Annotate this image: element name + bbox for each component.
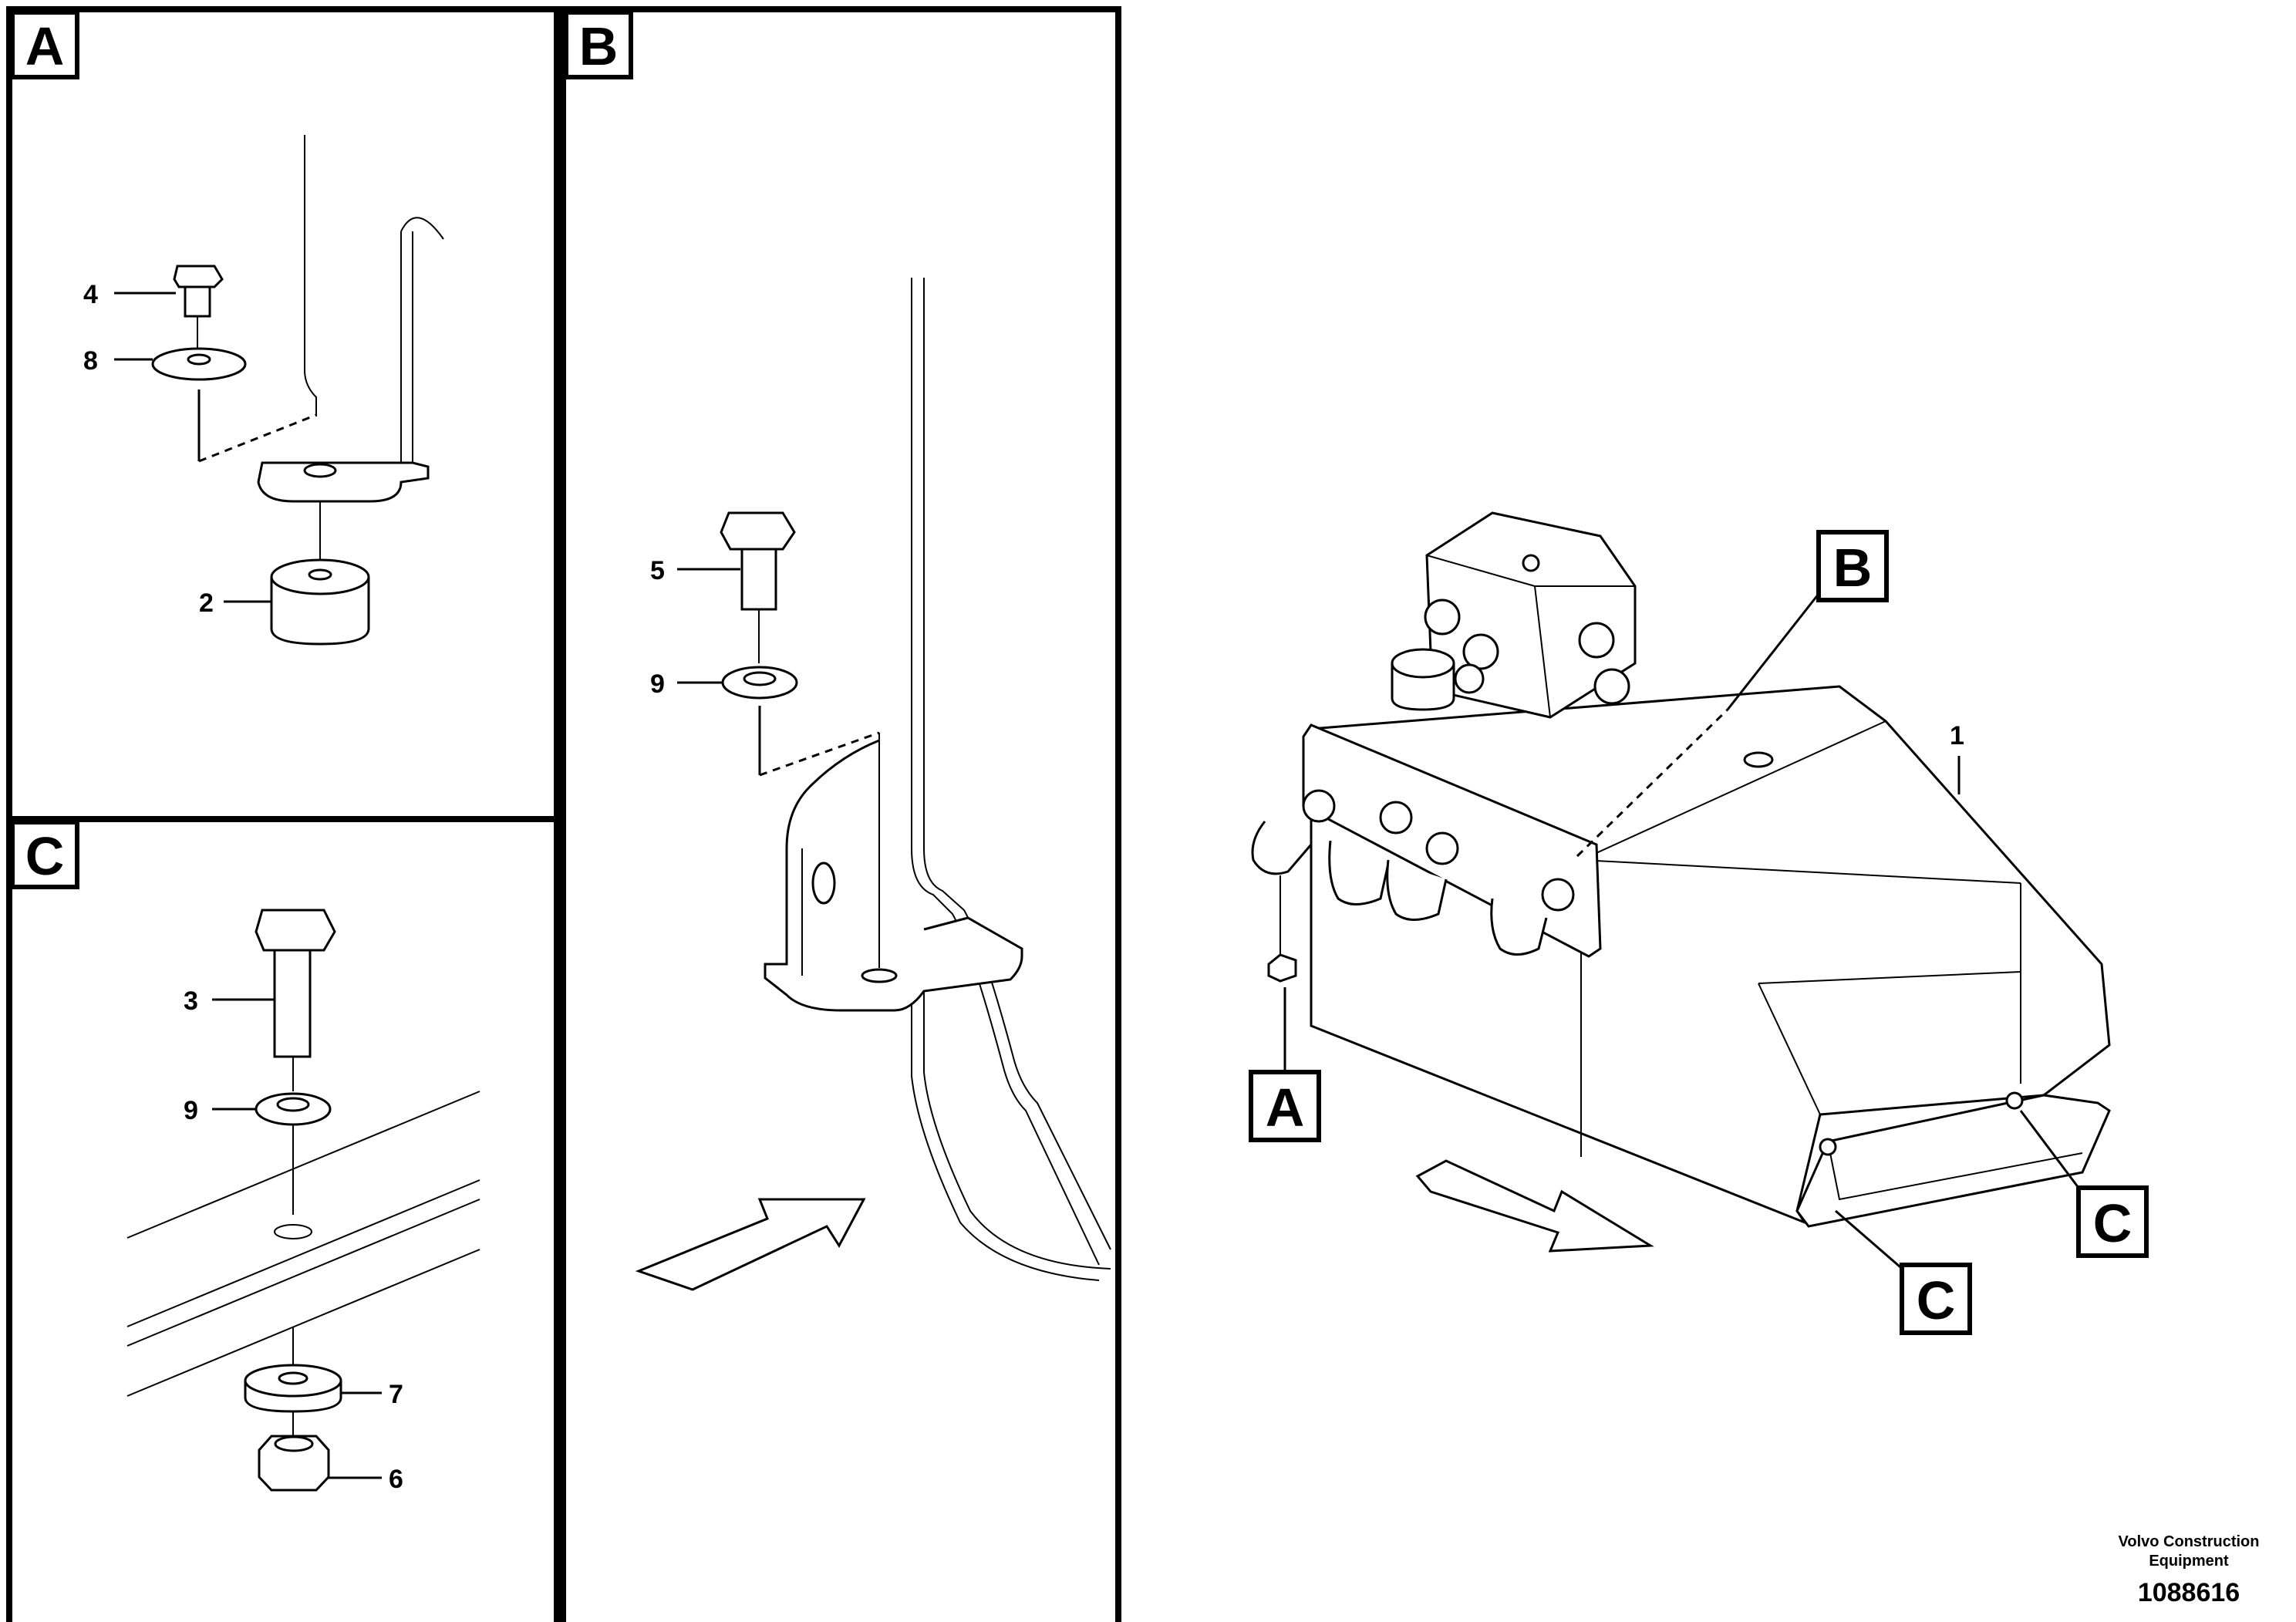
fitting-5 <box>1454 663 1485 694</box>
panel-c-letter: C <box>25 826 65 886</box>
drawing-number: 1088616 <box>2138 1578 2240 1607</box>
callout-8: 8 <box>83 346 98 376</box>
washer-9-c-hole <box>276 1097 310 1112</box>
beam-line-1 <box>126 1091 480 1239</box>
tank-slope <box>1758 983 1821 1115</box>
tank-assembly <box>1251 511 2111 1253</box>
footer-block: Volvo Construction Equipment 1088616 <box>2119 1533 2260 1607</box>
view-ref-c1: C <box>1900 1263 1972 1335</box>
view-ref-a-letter: A <box>1266 1077 1305 1138</box>
callout-3: 3 <box>184 986 198 1016</box>
direction-arrow-b <box>635 1198 866 1291</box>
panel-b-frame <box>560 6 1121 1622</box>
panel-a-drawing: 4 8 2 <box>83 135 444 646</box>
frame-outer <box>911 278 1100 1266</box>
tray-bolt-1 <box>1819 1138 1837 1156</box>
fitting-2 <box>1462 633 1499 670</box>
frame-inner <box>923 278 1111 1250</box>
rubber-mount-2 <box>270 577 370 646</box>
tank-side-top <box>1580 859 2021 884</box>
rubber-mount-2-hole <box>308 568 332 581</box>
fitting-4 <box>1593 668 1630 705</box>
bracket-hole <box>303 463 337 478</box>
leader-view-c2 <box>2019 1110 2080 1189</box>
fitting-3 <box>1578 622 1615 659</box>
bracket-plate <box>764 739 1023 1012</box>
bracket-slot <box>811 862 836 905</box>
tank-side-mid <box>1758 971 2021 984</box>
view-ref-c2-letter: C <box>2093 1193 2132 1253</box>
frame-lower <box>911 991 1100 1281</box>
bolt-shank-5 <box>740 548 777 611</box>
washer-9-b-hole <box>743 671 777 686</box>
bolt-head-5 <box>720 511 796 551</box>
view-ref-c1-letter: C <box>1917 1270 1956 1330</box>
panel-a-letter-box: A <box>10 10 79 79</box>
direction-arrow-main <box>1415 1159 1654 1253</box>
callout-7: 7 <box>389 1380 403 1409</box>
fitting-1 <box>1424 599 1461 636</box>
callout-9-c: 9 <box>184 1096 198 1125</box>
view-ref-b-letter: B <box>1833 538 1873 598</box>
hose-elbow-3 <box>1386 859 1448 921</box>
panel-frames <box>6 6 1121 1622</box>
panel-a-letter: A <box>25 16 65 76</box>
beam-line-3 <box>126 1199 480 1347</box>
port-2 <box>1379 801 1413 835</box>
port-1 <box>1302 789 1336 823</box>
beam-line-4 <box>126 1249 480 1397</box>
bolt-shank-4 <box>184 285 211 318</box>
bolt-head-3 <box>255 909 336 952</box>
bracket-arm <box>400 217 444 463</box>
bottom-tray <box>1795 1094 2111 1228</box>
callout-2: 2 <box>199 588 214 618</box>
panel-c-letter-box: C <box>10 820 79 889</box>
hose-elbow-2 <box>1328 840 1390 905</box>
panel-c-drawing: 3 9 7 6 <box>126 909 480 1494</box>
callout-6: 6 <box>389 1465 403 1494</box>
valve-stem <box>1522 554 1540 572</box>
port-3 <box>1425 831 1459 865</box>
tray-edge <box>1827 1141 2083 1201</box>
view-ref-c2: C <box>2076 1185 2149 1258</box>
hidden-line <box>198 413 317 463</box>
callout-4: 4 <box>83 280 98 309</box>
valve-block-edges <box>1426 555 1635 718</box>
panel-a-frame <box>6 6 560 822</box>
washer-8-hole <box>187 353 211 366</box>
panel-b-drawing: 5 9 <box>635 278 1111 1291</box>
beam-hole <box>274 1224 312 1239</box>
panel-c-frame <box>6 816 560 1622</box>
frame-edge <box>304 135 317 416</box>
callout-1: 1 <box>1950 721 1964 750</box>
bracket-foot <box>257 461 430 503</box>
callout-5: 5 <box>650 556 665 585</box>
hose-elbow-4 <box>1490 898 1548 956</box>
company-line-2: Equipment <box>2149 1553 2229 1570</box>
hidden-line-b <box>759 731 880 777</box>
hidden-line-tank-b <box>1576 708 1729 858</box>
filler-cap-top <box>1391 648 1455 679</box>
hose-elbow-1 <box>1251 821 1313 875</box>
nut-6-hole <box>274 1435 314 1452</box>
beam-line-2 <box>126 1179 480 1327</box>
bolt-head-4 <box>173 265 224 288</box>
callout-9-b: 9 <box>650 669 665 699</box>
bracket-hole-b <box>861 968 898 983</box>
bolt-shank-3 <box>273 949 312 1058</box>
leader-view-b <box>1726 593 1820 710</box>
panel-b-letter: B <box>579 16 619 76</box>
frame-lower-inner <box>923 991 1111 1270</box>
tray-bolt-2 <box>2005 1091 2024 1110</box>
panel-b-letter-box: B <box>564 10 633 79</box>
view-ref-a: A <box>1249 1070 1321 1142</box>
company-line-1: Volvo Construction <box>2119 1533 2260 1550</box>
view-ref-b: B <box>1816 530 1889 602</box>
port-4 <box>1541 878 1575 912</box>
mount-a-part <box>1267 953 1297 983</box>
leader-view-c1 <box>1835 1209 1912 1278</box>
lift-eye <box>1743 751 1774 768</box>
washer-7-hole <box>278 1371 308 1385</box>
